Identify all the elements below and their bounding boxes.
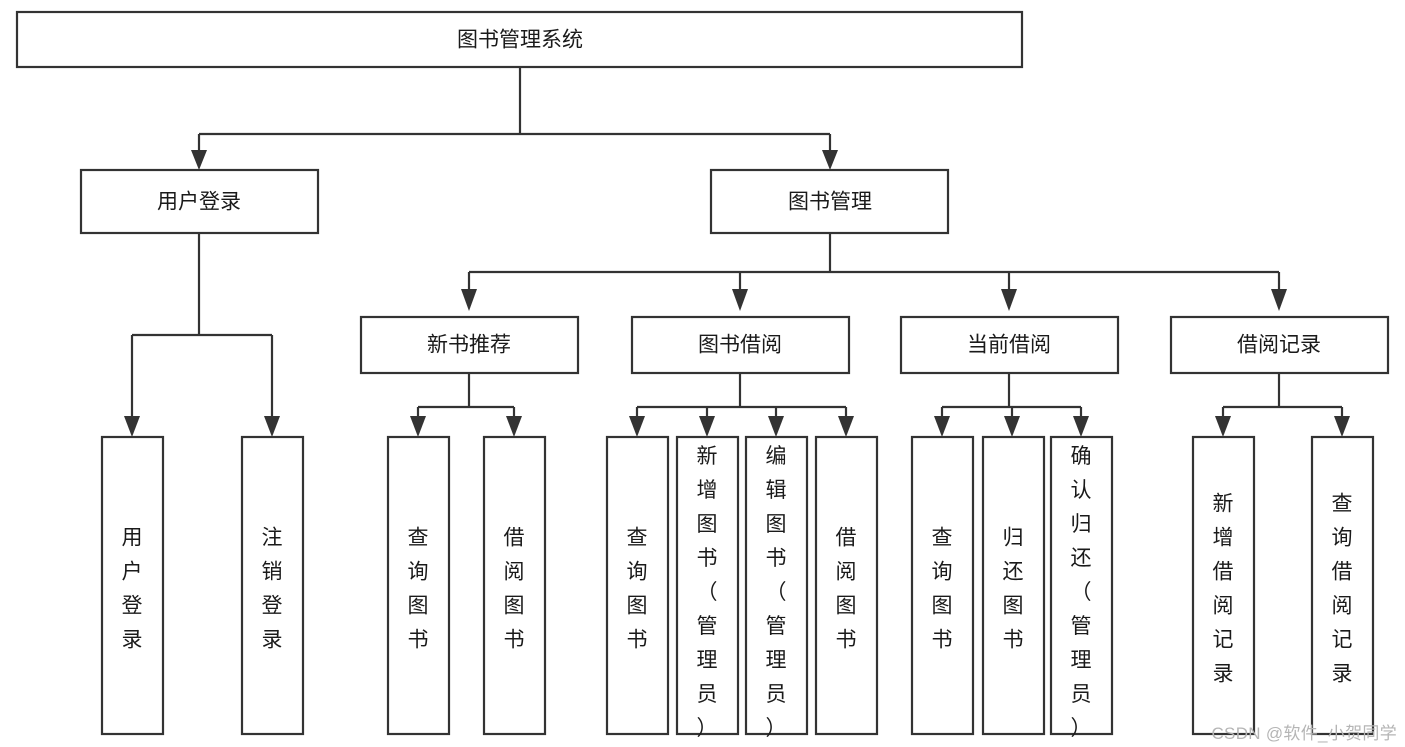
- leaf-node-query-book-current-label: 查询图书: [932, 527, 953, 652]
- node-book-manage[interactable]: 图书管理: [709, 168, 950, 235]
- leaf-node-query-book-borrow-box: [605, 435, 670, 736]
- node-root-system[interactable]: 图书管理系统: [15, 10, 1024, 69]
- node-borrow-record-box: [1169, 315, 1390, 375]
- node-current-borrow-box: [899, 315, 1120, 375]
- leaf-node-add-borrow-record-label: 新增借阅记录: [1213, 493, 1234, 686]
- connectors-book-borrow-to-leaves: [629, 373, 854, 437]
- leaf-node-user-login-box: [100, 435, 165, 736]
- node-root-label: 图书管理系统: [457, 29, 583, 52]
- connectors-book-manage-to-level3: [461, 233, 1287, 311]
- leaf-node-query-book-borrow[interactable]: 查询图书: [605, 435, 670, 736]
- leaf-node-borrow-book-recommend-label: 借阅图书: [504, 527, 525, 652]
- arrow-head-leaf-return-book: [1004, 416, 1020, 437]
- arrow-head-leaf-confirm-return: [1073, 416, 1089, 437]
- arrow-head-leaf-add-record: [1215, 416, 1231, 437]
- node-new-book-recommend-box: [359, 315, 580, 375]
- arrow-head-leaf-user-login: [124, 416, 140, 437]
- leaf-node-add-borrow-record[interactable]: 新增借阅记录: [1191, 435, 1256, 736]
- arrow-head-new-book: [461, 289, 477, 311]
- leaf-node-edit-book-box: [744, 435, 809, 736]
- leaf-node-edit-book-label: 编辑图书（管理员）: [766, 445, 787, 740]
- node-book-manage-label: 图书管理: [788, 191, 872, 214]
- arrow-head-leaf-logout: [264, 416, 280, 437]
- arrow-head-leaf-edit-book: [768, 416, 784, 437]
- arrow-head-leaf-borrow-book-a: [506, 416, 522, 437]
- arrow-head-borrow-record: [1271, 289, 1287, 311]
- leaf-node-borrow-book-recommend[interactable]: 借阅图书: [482, 435, 547, 736]
- leaf-node-borrow-book-box: [814, 435, 879, 736]
- leaf-node-query-book-current[interactable]: 查询图书: [910, 435, 975, 736]
- arrow-head-leaf-query-record: [1334, 416, 1350, 437]
- connectors-current-borrow-to-leaves: [934, 373, 1089, 437]
- node-current-borrow-label: 当前借阅: [967, 334, 1051, 357]
- node-book-borrow[interactable]: 图书借阅: [630, 315, 851, 375]
- node-book-manage-box: [709, 168, 950, 235]
- leaf-node-add-borrow-record-box: [1191, 435, 1256, 736]
- leaf-node-query-borrow-record-label: 查询借阅记录: [1332, 493, 1353, 686]
- connectors-new-book-to-leaves: [410, 373, 522, 437]
- node-current-borrow[interactable]: 当前借阅: [899, 315, 1120, 375]
- arrow-head-leaf-query-book-b: [629, 416, 645, 437]
- leaf-node-query-book-borrow-label: 查询图书: [627, 527, 648, 652]
- node-new-book-recommend-label: 新书推荐: [427, 334, 511, 357]
- leaf-node-logout-label: 注销登录: [262, 527, 283, 652]
- node-user-login-box: [79, 168, 320, 235]
- leaf-node-edit-book[interactable]: 编辑图书（管理员）: [744, 435, 809, 740]
- leaf-node-query-book-recommend[interactable]: 查询图书: [386, 435, 451, 736]
- leaf-node-return-book[interactable]: 归还图书: [981, 435, 1046, 736]
- leaf-node-confirm-return-label: 确认归还（管理员）: [1071, 445, 1092, 740]
- leaf-node-borrow-book-recommend-box: [482, 435, 547, 736]
- leaf-node-query-book-recommend-box: [386, 435, 451, 736]
- node-user-login-label: 用户登录: [157, 191, 241, 214]
- leaf-node-query-borrow-record-box: [1310, 435, 1375, 736]
- leaf-node-logout-box: [240, 435, 305, 736]
- leaf-node-confirm-return-box: [1049, 435, 1114, 736]
- arrow-head-user-login: [191, 150, 207, 170]
- leaf-node-return-book-label: 归还图书: [1003, 527, 1024, 652]
- leaf-node-query-book-current-box: [910, 435, 975, 736]
- connectors-root-to-level2: [191, 67, 838, 170]
- leaf-node-add-book[interactable]: 新增图书（管理员）: [675, 435, 740, 740]
- node-root-box: [15, 10, 1024, 69]
- leaf-node-query-book-recommend-label: 查询图书: [408, 527, 429, 652]
- leaf-node-borrow-book[interactable]: 借阅图书: [814, 435, 879, 736]
- connectors-borrow-record-to-leaves: [1215, 373, 1350, 437]
- connectors-user-login-to-leaves: [124, 233, 280, 437]
- node-borrow-record[interactable]: 借阅记录: [1169, 315, 1390, 375]
- node-book-borrow-box: [630, 315, 851, 375]
- leaf-node-add-book-box: [675, 435, 740, 736]
- leaf-node-return-book-box: [981, 435, 1046, 736]
- leaf-node-add-book-label: 新增图书（管理员）: [697, 445, 718, 740]
- arrow-head-book-manage: [822, 150, 838, 170]
- arrow-head-leaf-add-book: [699, 416, 715, 437]
- arrow-head-leaf-query-book-a: [410, 416, 426, 437]
- arrow-head-leaf-query-book-c: [934, 416, 950, 437]
- leaf-node-query-borrow-record[interactable]: 查询借阅记录: [1310, 435, 1375, 736]
- leaf-node-user-login-label: 用户登录: [122, 527, 143, 652]
- leaf-nodes-group: 用户登录 注销登录 查询图书 借阅图书 查询图书 新增图书（管理员） 编辑图书（…: [100, 435, 1375, 740]
- arrow-head-current-borrow: [1001, 289, 1017, 311]
- node-book-borrow-label: 图书借阅: [698, 334, 782, 357]
- arrow-head-book-borrow: [732, 289, 748, 311]
- node-user-login[interactable]: 用户登录: [79, 168, 320, 235]
- leaf-node-borrow-book-label: 借阅图书: [836, 527, 857, 652]
- leaf-node-confirm-return[interactable]: 确认归还（管理员）: [1049, 435, 1114, 740]
- csdn-watermark: CSDN @软件_小贺同学: [1211, 724, 1397, 743]
- node-new-book-recommend[interactable]: 新书推荐: [359, 315, 580, 375]
- leaf-node-logout[interactable]: 注销登录: [240, 435, 305, 736]
- arrow-head-leaf-borrow-book-b: [838, 416, 854, 437]
- node-borrow-record-label: 借阅记录: [1237, 334, 1321, 357]
- leaf-node-user-login[interactable]: 用户登录: [100, 435, 165, 736]
